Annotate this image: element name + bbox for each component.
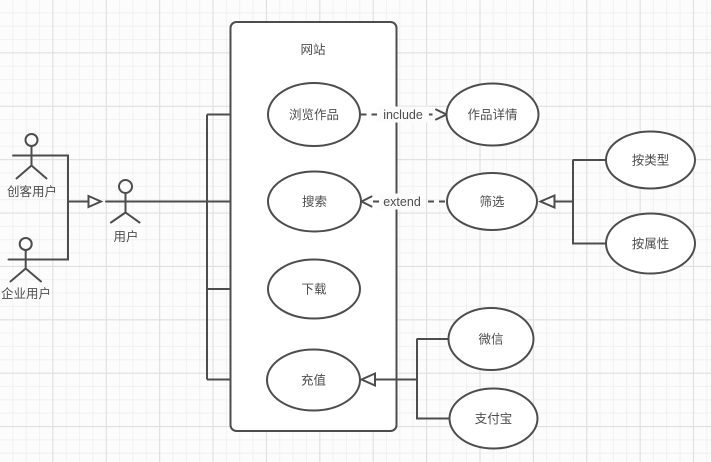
actor-maker-user-label: 创客用户 [7, 184, 57, 199]
usecase-wechat-label: 微信 [478, 333, 503, 347]
edge-include[interactable]: include [360, 106, 449, 123]
system-title: 网站 [300, 43, 325, 57]
usecase-search-label: 搜索 [302, 194, 327, 209]
actor-user[interactable]: 用户 [105, 179, 146, 244]
usecase-search-ellipse [267, 170, 362, 233]
actor-maker-user[interactable]: 创客用户 [7, 133, 57, 199]
usecase-filter[interactable]: 筛选 [446, 172, 538, 231]
open-arrowhead-recharge-icon [359, 371, 376, 388]
usecase-by-attribute-label: 按属性 [632, 237, 670, 251]
usecase-search[interactable]: 搜索 [267, 170, 362, 233]
usecase-work-detail-ellipse [445, 82, 540, 147]
edge-actors-to-user[interactable] [48, 154, 104, 261]
open-arrowhead-filter-icon [537, 193, 556, 210]
usecase-wechat[interactable]: 微信 [447, 307, 535, 371]
usecase-alipay-ellipse [448, 387, 539, 450]
usecase-work-detail[interactable]: 作品详情 [445, 82, 540, 147]
extend-label-background [379, 193, 425, 210]
usecase-download-ellipse [267, 258, 361, 320]
open-v-arrowhead-include-icon [435, 108, 449, 121]
edge-filter-sources[interactable] [537, 159, 607, 245]
include-label: include [383, 108, 423, 122]
actor-maker-head [24, 133, 39, 147]
usecase-by-type[interactable]: 按类型 [605, 130, 696, 190]
usecase-recharge[interactable]: 充值 [266, 348, 361, 412]
extend-label: extend [383, 195, 421, 209]
usecase-recharge-ellipse [266, 348, 361, 412]
usecase-filter-ellipse [446, 172, 538, 231]
usecase-by-type-ellipse [605, 130, 696, 190]
usecase-browse-works-ellipse [267, 82, 361, 147]
actor-user-label: 用户 [113, 229, 138, 244]
usecase-filter-label: 筛选 [479, 194, 505, 209]
edge-extend[interactable]: extend [359, 193, 447, 210]
usecase-browse-works-label: 浏览作品 [289, 107, 339, 122]
open-arrowhead-user-icon [87, 194, 104, 209]
actor-enterprise-head [18, 237, 33, 251]
actor-enterprise-user-label: 企业用户 [1, 286, 51, 301]
actor-user-head [118, 179, 133, 194]
usecase-browse-works[interactable]: 浏览作品 [267, 82, 361, 147]
include-label-background [377, 106, 429, 123]
usecase-download[interactable]: 下载 [267, 258, 361, 320]
usecase-work-detail-label: 作品详情 [467, 107, 517, 122]
edge-recharge-sources[interactable] [359, 338, 450, 420]
usecase-alipay[interactable]: 支付宝 [448, 387, 539, 450]
actor-maker-body [12, 145, 51, 180]
usecase-by-attribute-ellipse [605, 212, 696, 275]
usecase-by-type-label: 按类型 [632, 154, 670, 168]
actor-enterprise-body [7, 249, 49, 283]
usecase-download-label: 下载 [301, 283, 327, 297]
usecase-alipay-label: 支付宝 [475, 412, 513, 426]
usecase-by-attribute[interactable]: 按属性 [605, 212, 696, 275]
actor-enterprise-user[interactable]: 企业用户 [1, 237, 51, 301]
actor-user-body [105, 192, 146, 224]
usecase-recharge-label: 充值 [301, 373, 326, 388]
usecase-wechat-ellipse [447, 307, 535, 371]
